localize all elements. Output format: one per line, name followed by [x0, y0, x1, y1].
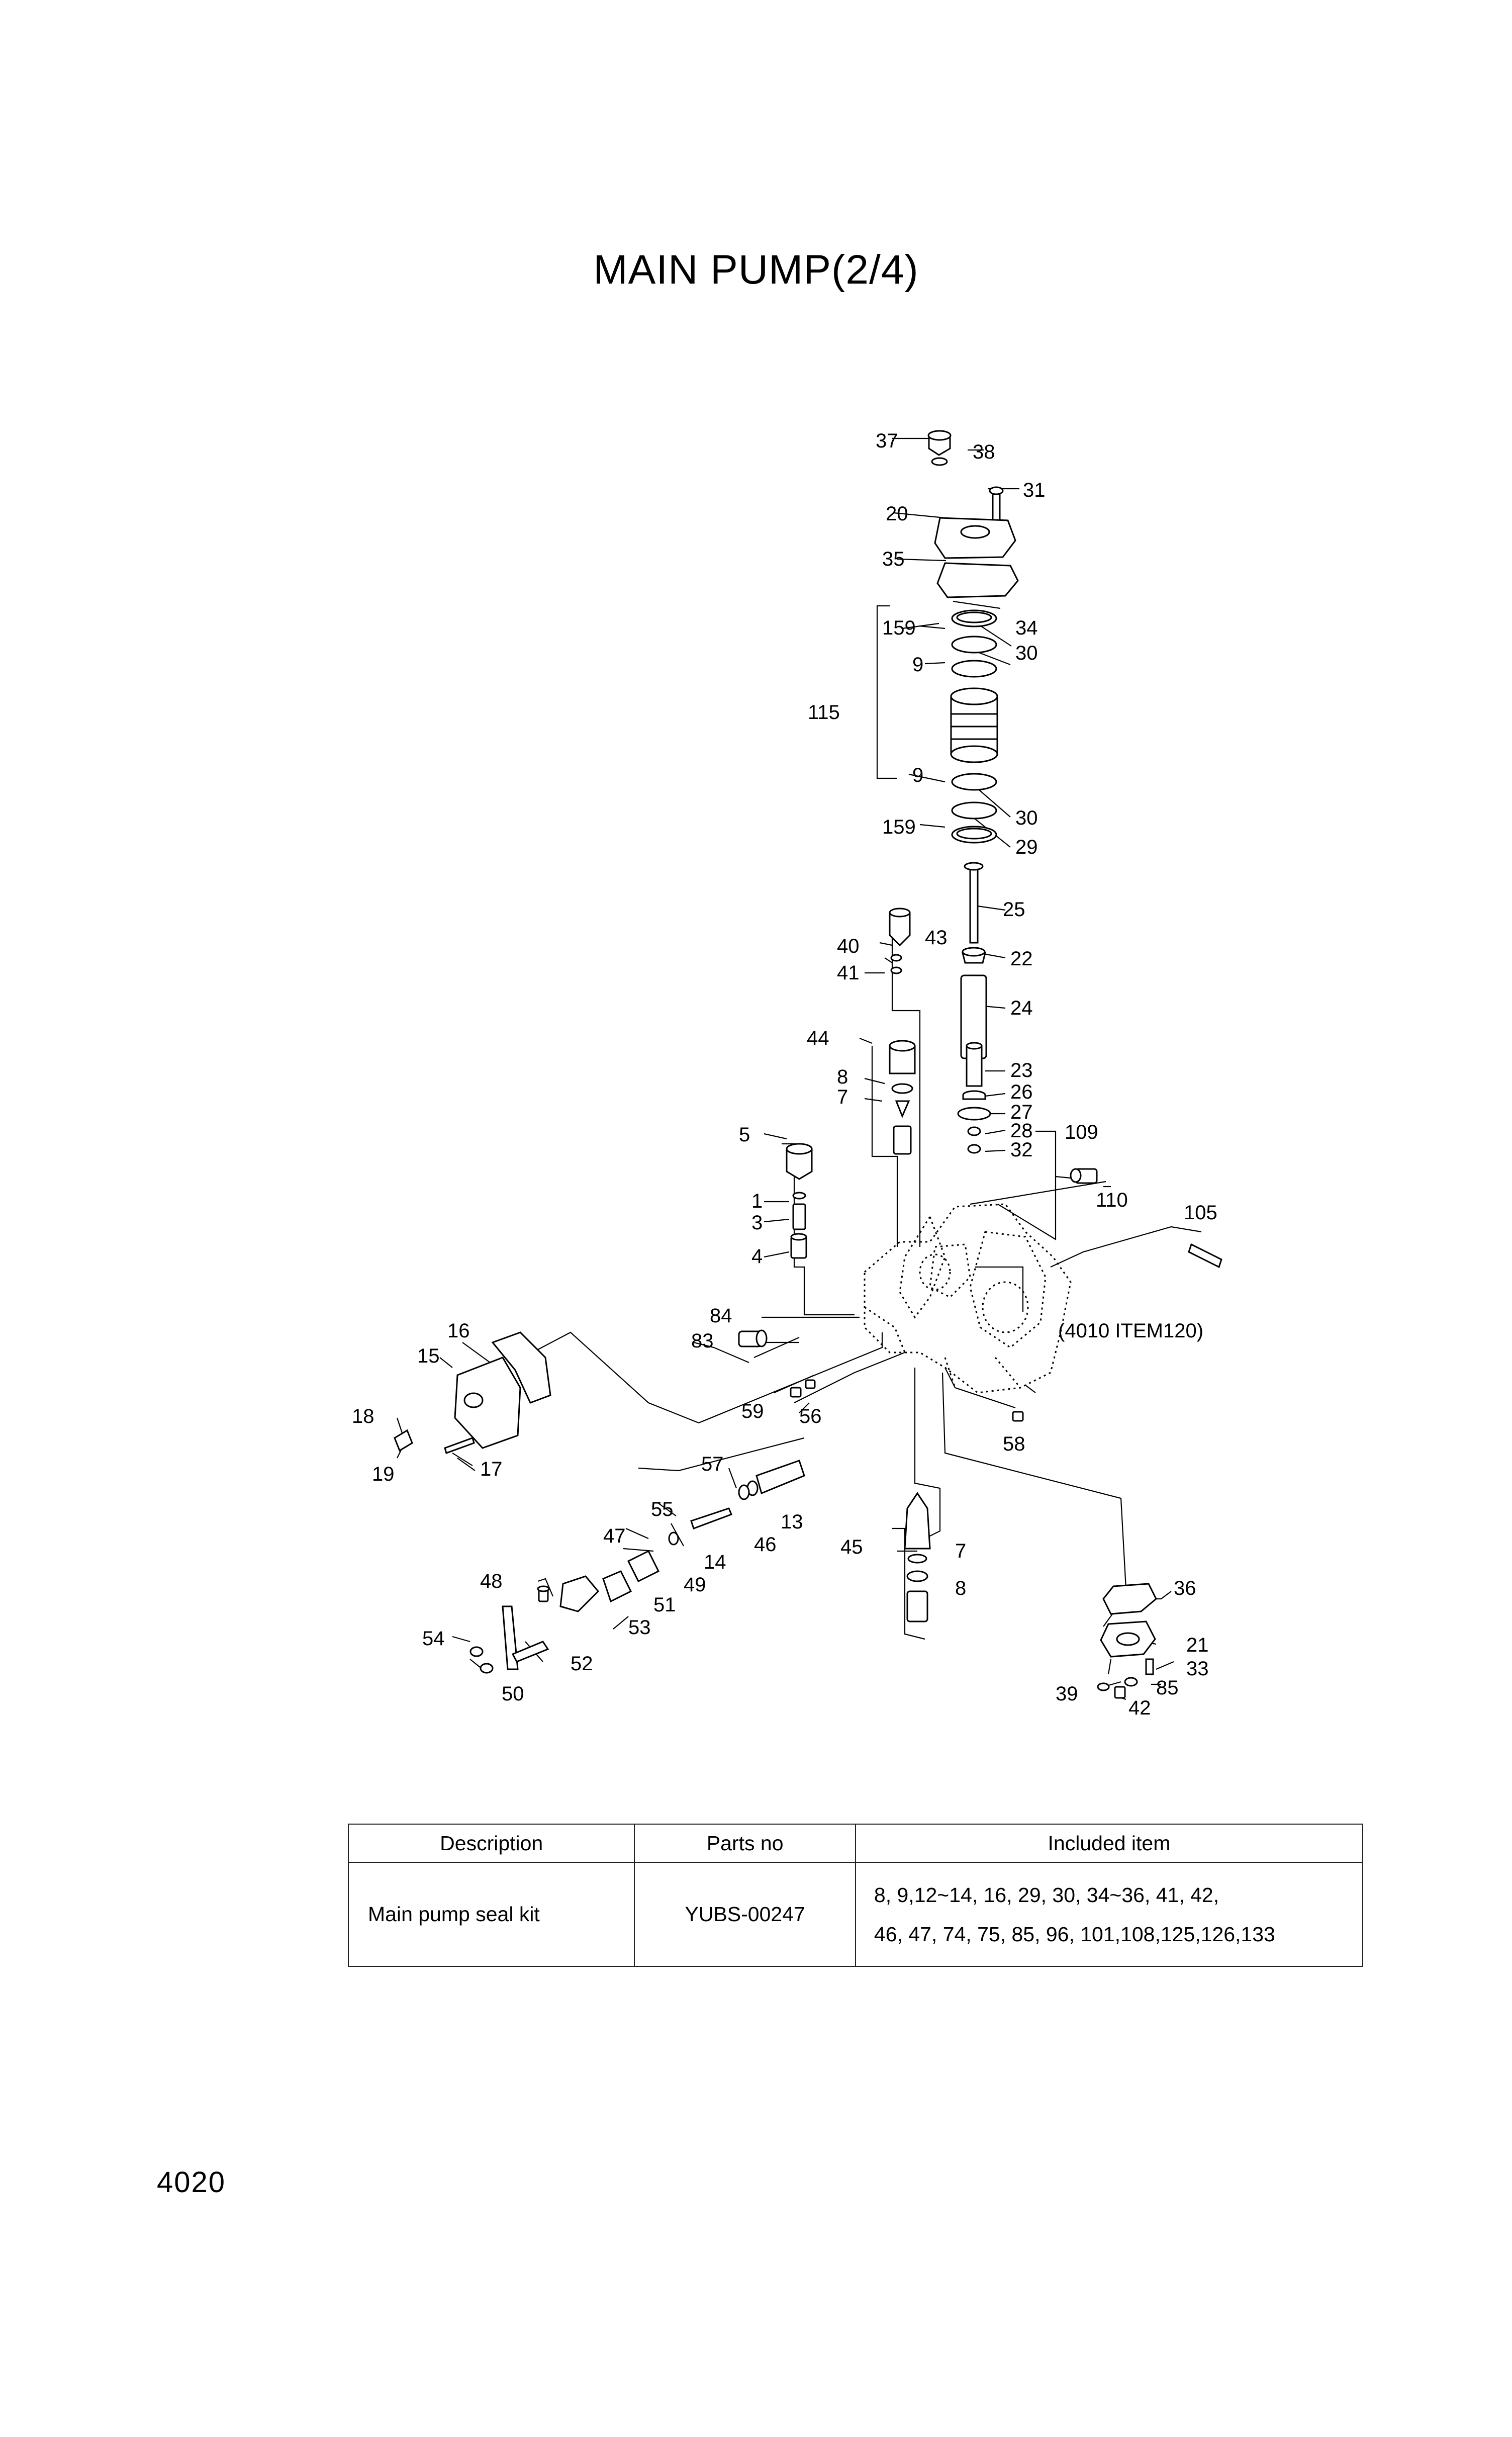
callout: 110 — [1096, 1189, 1128, 1211]
callout: 7 — [837, 1086, 848, 1108]
callout: 50 — [502, 1683, 524, 1705]
callout: 30 — [1015, 642, 1038, 664]
callout: 47 — [603, 1525, 626, 1547]
callout: 58 — [1003, 1433, 1025, 1455]
callout: 16 — [447, 1320, 470, 1342]
callout: 49 — [684, 1574, 706, 1596]
callout: 15 — [417, 1345, 440, 1367]
callout: 32 — [1010, 1139, 1033, 1161]
exploded-parts-diagram: 37 38 31 20 35 159 34 30 9 115 9 30 159 … — [352, 430, 1222, 1719]
callout: 36 — [1174, 1577, 1196, 1599]
callout: 4 — [751, 1245, 763, 1268]
callout: 28 — [1010, 1120, 1033, 1142]
callout: 159 — [882, 617, 916, 639]
page-number: 4020 — [157, 2166, 226, 2199]
callout: 115 — [808, 701, 840, 724]
callout: 105 — [1184, 1202, 1217, 1224]
callout: 51 — [653, 1594, 676, 1616]
callout: 84 — [710, 1305, 732, 1327]
table-row: Main pump seal kit YUBS-00247 8, 9,12~14… — [347, 1862, 1364, 1967]
callout: 42 — [1128, 1697, 1151, 1719]
callout: 9 — [912, 764, 923, 786]
callout: 52 — [571, 1653, 593, 1675]
callout: 5 — [739, 1124, 750, 1146]
callout: 46 — [754, 1533, 777, 1556]
callout: 56 — [799, 1405, 822, 1427]
callout: 109 — [1065, 1121, 1098, 1143]
header-description: Description — [347, 1824, 635, 1863]
callout: 14 — [704, 1551, 726, 1573]
header-parts-no: Parts no — [634, 1824, 856, 1863]
callout: 13 — [781, 1511, 803, 1533]
callout: 57 — [701, 1453, 724, 1475]
callout: 8 — [837, 1066, 848, 1088]
table-header-row: Description Parts no Included item — [347, 1824, 1364, 1863]
cell-description: Main pump seal kit — [347, 1862, 635, 1967]
callout: 17 — [480, 1458, 503, 1480]
header-included-item: Included item — [855, 1824, 1364, 1863]
callout: 159 — [882, 816, 916, 838]
note-4010-item120: (4010 ITEM120) — [1058, 1320, 1203, 1342]
callout: 59 — [741, 1400, 764, 1422]
included-items-line-2: 46, 47, 74, 75, 85, 96, 101,108,125,126,… — [874, 1922, 1275, 1946]
callout: 34 — [1015, 617, 1038, 639]
callout: 41 — [837, 962, 860, 984]
callout: 55 — [651, 1498, 674, 1520]
callout: 7 — [955, 1540, 966, 1562]
callout: 45 — [840, 1536, 863, 1558]
callout: 30 — [1015, 807, 1038, 829]
callout: 43 — [925, 927, 948, 949]
callout: 44 — [807, 1027, 829, 1049]
callout: 24 — [1010, 997, 1033, 1019]
callout: 37 — [876, 430, 898, 452]
callout: 1 — [751, 1190, 763, 1212]
callout: 40 — [837, 935, 860, 957]
callout: 54 — [422, 1628, 445, 1650]
callout: 18 — [352, 1405, 374, 1427]
callout: 35 — [882, 548, 905, 570]
callout: 53 — [628, 1616, 651, 1639]
callout: 48 — [480, 1570, 503, 1592]
cell-included-items: 8, 9,12~14, 16, 29, 30, 34~36, 41, 42, 4… — [855, 1862, 1364, 1967]
callout: 39 — [1056, 1683, 1078, 1705]
callout-labels: 37 38 31 20 35 159 34 30 9 115 9 30 159 … — [352, 430, 1217, 1719]
callout: 83 — [691, 1330, 714, 1352]
callout: 33 — [1186, 1658, 1209, 1680]
callout: 21 — [1186, 1634, 1209, 1656]
callout: 23 — [1010, 1059, 1033, 1081]
included-items-line-1: 8, 9,12~14, 16, 29, 30, 34~36, 41, 42, — [874, 1883, 1219, 1907]
callout: 31 — [1023, 479, 1046, 501]
callout: 8 — [955, 1577, 966, 1599]
callout: 26 — [1010, 1081, 1033, 1103]
callout: 29 — [1015, 836, 1038, 858]
callout: 9 — [912, 654, 923, 676]
callout: 38 — [973, 441, 995, 463]
callout: 22 — [1010, 948, 1033, 970]
seal-kit-table: Description Parts no Included item Main … — [347, 1824, 1364, 1967]
callout: 25 — [1003, 898, 1025, 921]
callout: 19 — [372, 1463, 395, 1485]
callout: 3 — [751, 1212, 763, 1234]
callout: 85 — [1156, 1677, 1179, 1699]
callout: 20 — [886, 503, 908, 525]
cell-parts-no: YUBS-00247 — [634, 1862, 856, 1967]
page-title: MAIN PUMP(2/4) — [593, 247, 919, 293]
callout: 27 — [1010, 1101, 1033, 1123]
